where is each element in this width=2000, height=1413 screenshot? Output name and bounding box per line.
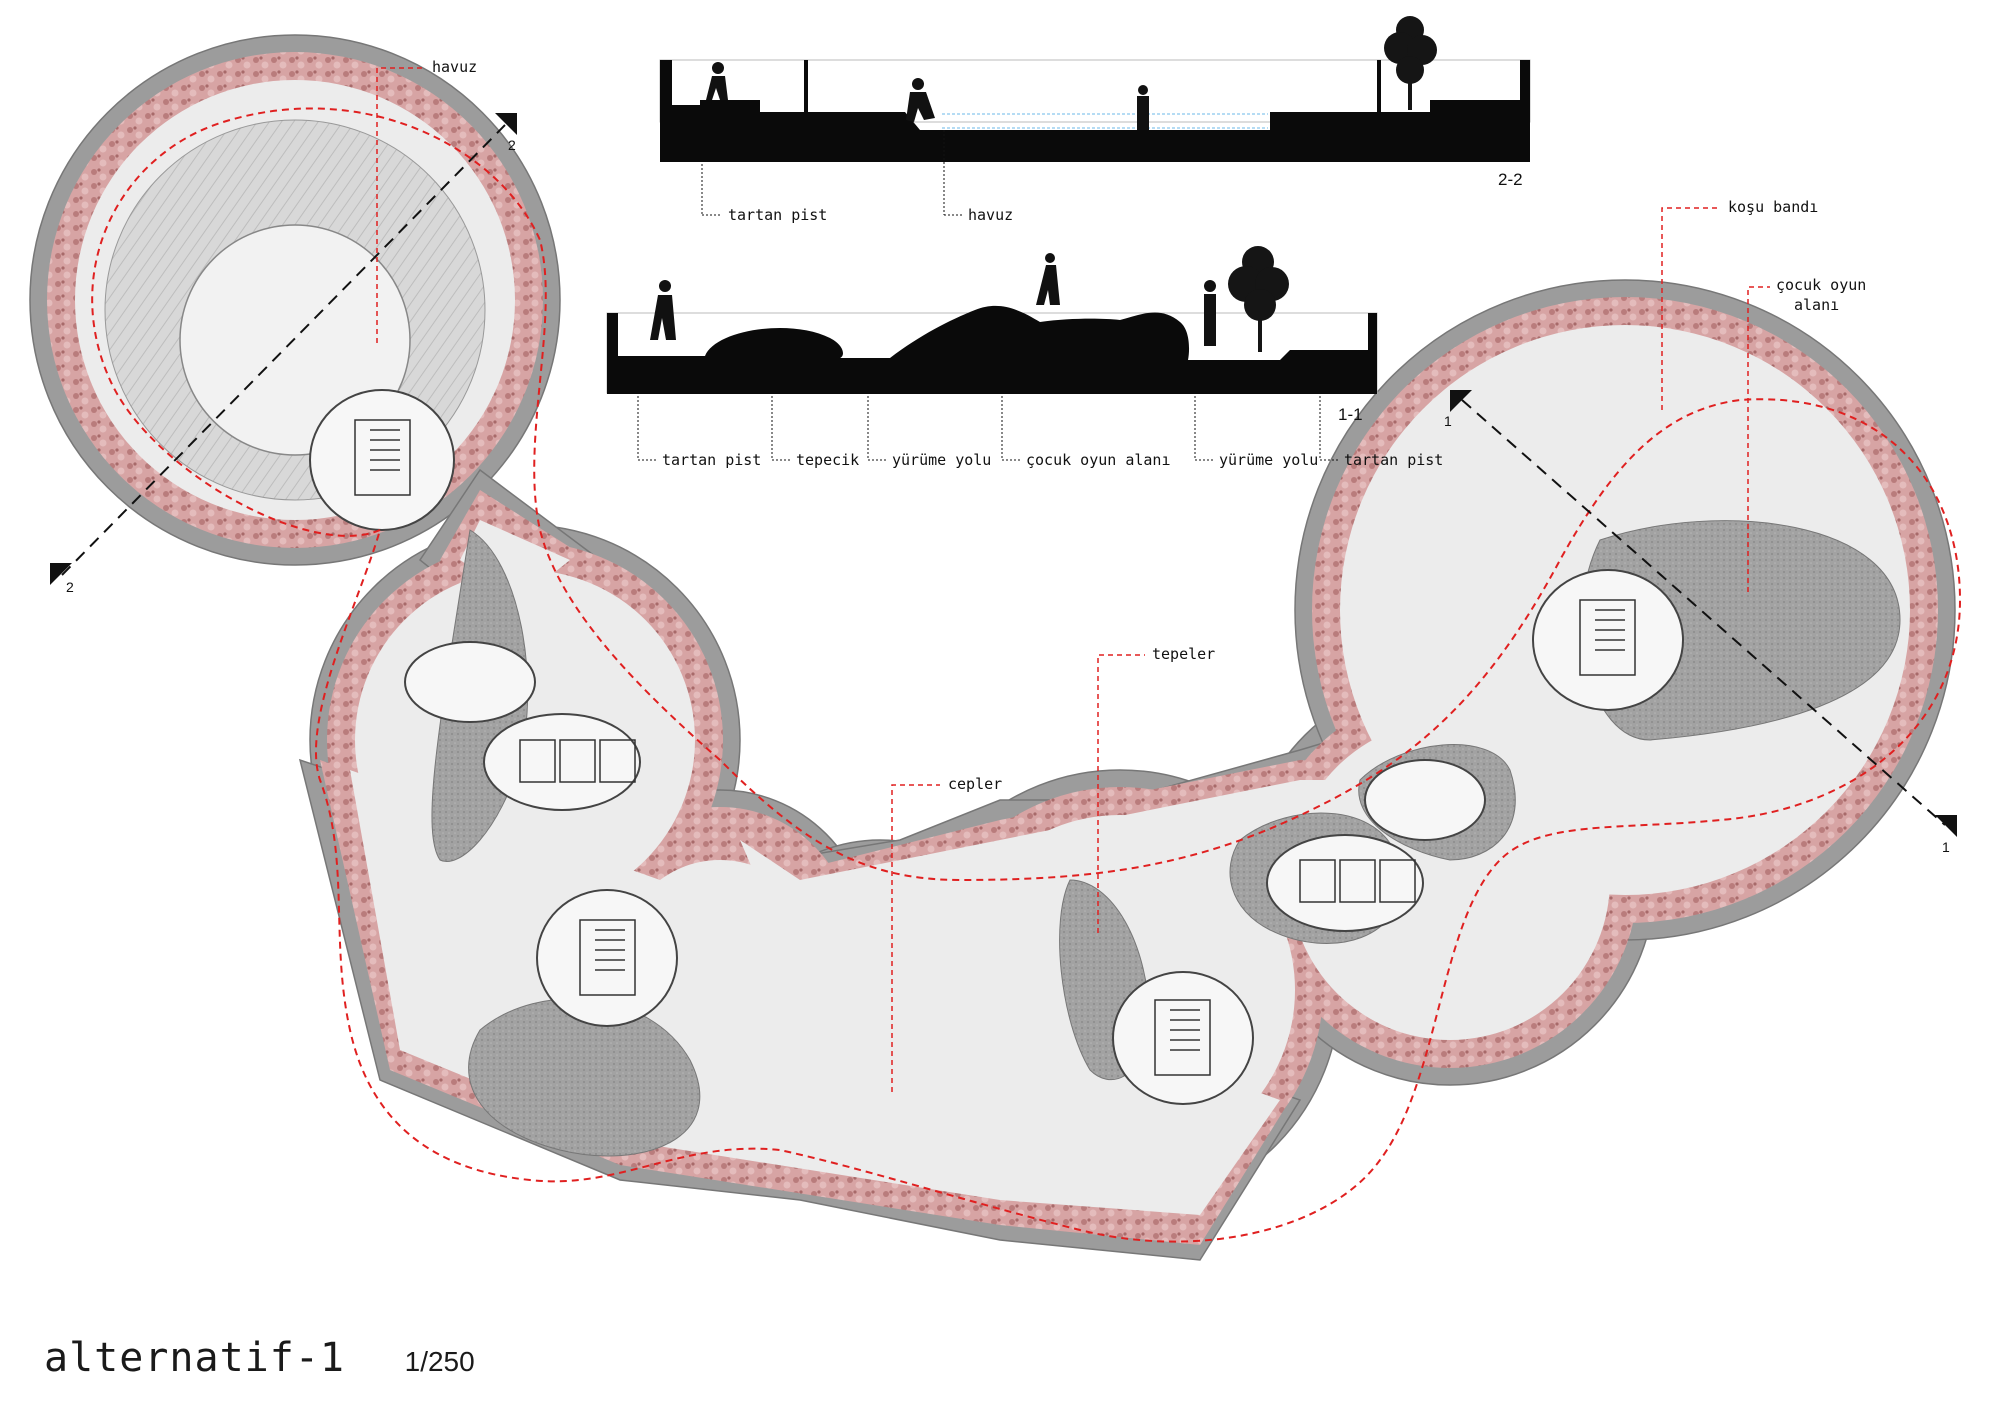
stair-hatches: [354, 419, 1636, 1076]
section-1-1-label-3: çocuk oyun alanı: [1026, 451, 1171, 469]
callout-tepeler: tepeler: [1152, 645, 1215, 663]
section-cut-2-label-b: 2: [508, 137, 516, 153]
section-1-1-label-5: tartan pist: [1344, 451, 1443, 469]
section-cut-1-label-b: 1: [1942, 839, 1950, 855]
section-1-1: tartan pist tepecik yürüme yolu çocuk oy…: [606, 246, 1443, 469]
callouts: [376, 67, 1770, 1092]
callout-cepler: cepler: [948, 775, 1002, 793]
running-track-dashed: [91, 107, 1962, 1243]
plan-scale: 1/250: [404, 1346, 475, 1377]
callout-cocuk-oyun-2: alanı: [1794, 296, 1839, 314]
section-2-2: tartan pist havuz 2-2: [659, 16, 1531, 224]
callout-cocuk-oyun-1: çocuk oyun: [1776, 276, 1866, 294]
section-2-2-label-0: tartan pist: [728, 206, 827, 224]
section-2-2-label-1: havuz: [968, 206, 1013, 224]
section-1-1-label-4: yürüme yolu: [1219, 451, 1318, 469]
section-cut-2: 2 2: [50, 113, 517, 595]
callout-kosu-bandi: koşu bandı: [1728, 198, 1818, 216]
plan-drawing: 2 2 1 1: [29, 34, 1962, 1261]
section-cut-1: 1 1: [1444, 390, 1957, 855]
section-cut-2-label-a: 2: [66, 579, 74, 595]
section-2-2-name: 2-2: [1498, 170, 1523, 189]
plan-title: alternatif-1: [44, 1335, 345, 1381]
section-1-1-name: 1-1: [1338, 405, 1363, 424]
callout-havuz: havuz: [432, 58, 477, 76]
section-1-1-label-1: tepecik: [796, 451, 859, 469]
section-1-1-label-2: yürüme yolu: [892, 451, 991, 469]
section-1-1-label-0: tartan pist: [662, 451, 761, 469]
section-cut-1-label-a: 1: [1444, 413, 1452, 429]
title-block: alternatif-1 1/250: [44, 1335, 475, 1381]
